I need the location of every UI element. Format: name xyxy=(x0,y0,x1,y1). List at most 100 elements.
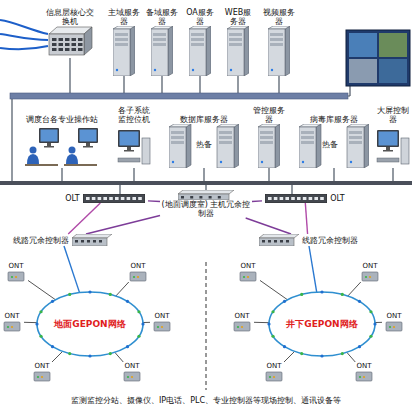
network-link xyxy=(347,352,355,362)
bus-wire xyxy=(69,58,70,93)
server-top xyxy=(151,26,173,29)
monitor-frame xyxy=(118,130,140,147)
olt-port xyxy=(303,197,307,200)
server-side xyxy=(130,26,135,76)
server-front xyxy=(227,29,244,76)
server-node: WEB服务器 xyxy=(222,8,254,76)
switch-port xyxy=(59,48,64,51)
ring-dot xyxy=(283,345,286,348)
ring-dot xyxy=(137,310,140,313)
line-controller: 线路冗余控制器 xyxy=(6,234,118,246)
hub-port xyxy=(209,196,212,199)
ont-light xyxy=(241,326,243,328)
node-label: 主域服务器 xyxy=(108,8,140,26)
monitor-frame xyxy=(78,128,98,143)
pc-icon xyxy=(117,124,151,168)
bus-wire xyxy=(133,168,134,181)
server-top xyxy=(258,124,280,127)
ont-icon xyxy=(385,320,403,332)
monitor-base xyxy=(83,146,93,148)
switch-port xyxy=(59,38,64,41)
server-front xyxy=(258,127,275,168)
monitor-screen xyxy=(41,130,58,142)
drive-bay xyxy=(349,136,362,139)
olt-switch: OLT xyxy=(62,194,148,203)
ont-icon xyxy=(33,370,51,382)
hub-port xyxy=(93,240,96,243)
bus-wire xyxy=(203,168,204,181)
network-link xyxy=(148,200,160,202)
ont-light xyxy=(157,326,159,328)
ont-device: ONT xyxy=(352,362,376,382)
olt-port xyxy=(132,197,136,200)
power-led xyxy=(261,161,263,163)
drive-bay xyxy=(301,131,314,134)
bus-wire xyxy=(161,76,162,93)
drive-bay xyxy=(219,136,232,139)
olt-port xyxy=(274,197,278,200)
olt-body xyxy=(265,194,327,203)
ont-light xyxy=(247,276,249,278)
drive-bay xyxy=(349,141,362,144)
switch-port xyxy=(72,38,77,41)
server-node: 主域服务器 xyxy=(108,8,140,76)
video-wall-panel xyxy=(379,59,407,83)
olt-port xyxy=(92,197,96,200)
switch-port xyxy=(78,48,83,51)
olt-port xyxy=(315,197,319,200)
ont-body xyxy=(386,322,402,331)
line-controller: 线路冗余控制器 xyxy=(252,234,364,246)
bus-wire xyxy=(291,185,292,195)
desk xyxy=(25,164,58,166)
ont-light xyxy=(269,376,271,378)
ont-light xyxy=(273,376,275,378)
standby-label: 热备 xyxy=(322,140,338,149)
power-led xyxy=(230,69,232,71)
server-side xyxy=(168,26,173,76)
server-top xyxy=(227,26,249,29)
ont-light xyxy=(11,276,13,278)
monitor-base xyxy=(124,150,134,152)
monitor-stand xyxy=(47,143,51,146)
drive-bay xyxy=(171,136,184,139)
switch-port xyxy=(72,48,77,51)
ring-dot xyxy=(271,335,274,338)
network-link xyxy=(305,203,307,234)
server-side xyxy=(364,124,369,168)
ont-icon xyxy=(265,370,283,382)
drive-bay xyxy=(270,38,283,41)
ont-body xyxy=(154,322,170,331)
server-node: 管控服务器 xyxy=(252,106,286,168)
server-side xyxy=(275,124,280,168)
ont-light xyxy=(37,376,39,378)
drive-bay xyxy=(115,43,128,46)
olt-port xyxy=(103,197,107,200)
server-icon xyxy=(227,26,249,76)
node-label: ONT xyxy=(8,262,23,270)
bus-wire xyxy=(199,76,200,93)
olt-port xyxy=(138,197,142,200)
ring-dot xyxy=(35,322,38,325)
power-led xyxy=(271,69,273,71)
power-led xyxy=(192,69,194,71)
network-link xyxy=(24,322,37,323)
hub-icon xyxy=(72,234,112,246)
hub-front xyxy=(178,194,229,200)
power-led xyxy=(350,161,352,163)
ont-icon xyxy=(7,270,25,282)
monitor-screen xyxy=(80,130,97,142)
bus-wire xyxy=(123,76,124,93)
network-link xyxy=(86,216,160,235)
server-front xyxy=(151,29,168,76)
ring-dot xyxy=(51,345,54,348)
node-label: 各子系统监控位机 xyxy=(116,106,152,124)
switch-port xyxy=(78,38,83,41)
drive-bay xyxy=(191,33,204,36)
ont-device: ONT xyxy=(230,312,254,332)
hub-port xyxy=(99,240,102,243)
ont-body xyxy=(130,272,146,281)
ring-dot xyxy=(358,300,361,303)
core-bus xyxy=(10,93,348,99)
node-label: ONT xyxy=(240,262,255,270)
